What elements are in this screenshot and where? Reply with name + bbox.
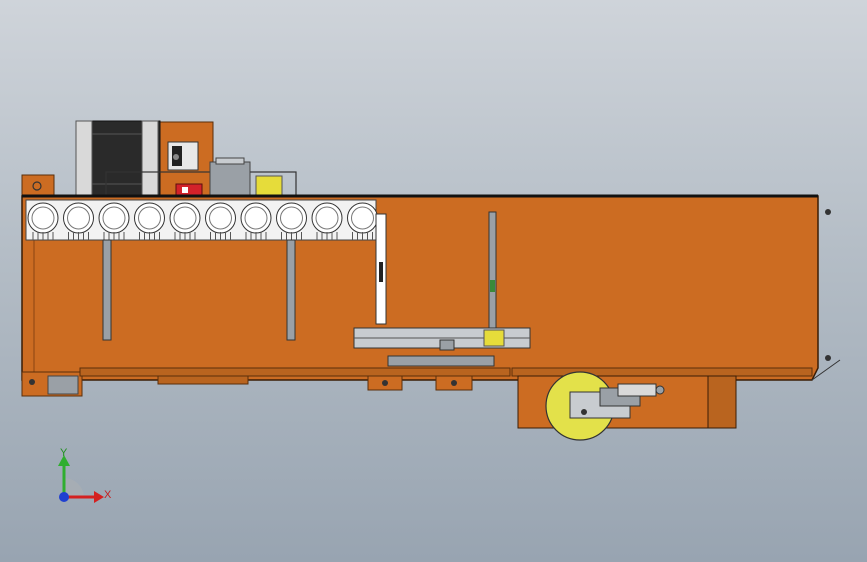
tube-cup-inner [209, 206, 232, 230]
tube-cup-inner [315, 206, 339, 230]
tube-cup-inner [31, 206, 55, 230]
tube-cup-inner [67, 206, 90, 230]
cam-wheel-assembly[interactable] [517, 371, 737, 441]
x-axis-label: X [104, 489, 112, 501]
lower-brackets [157, 375, 473, 391]
y-axis-label: Y [60, 447, 68, 459]
tube-cup-inner [173, 206, 197, 230]
tube-cup-inner [138, 206, 161, 230]
tube-cup-inner [280, 206, 303, 230]
slide-rail[interactable] [353, 327, 531, 367]
vertical-rods [102, 211, 497, 341]
tube-holder[interactable] [25, 199, 387, 325]
tube-cup-inner [351, 206, 374, 230]
tube-cup-inner [102, 206, 126, 230]
main-frame[interactable] [21, 174, 841, 397]
motor-assembly[interactable] [75, 120, 297, 197]
tube-cup-inner [244, 206, 268, 230]
coordinate-triad-icon: Y X [58, 447, 112, 503]
